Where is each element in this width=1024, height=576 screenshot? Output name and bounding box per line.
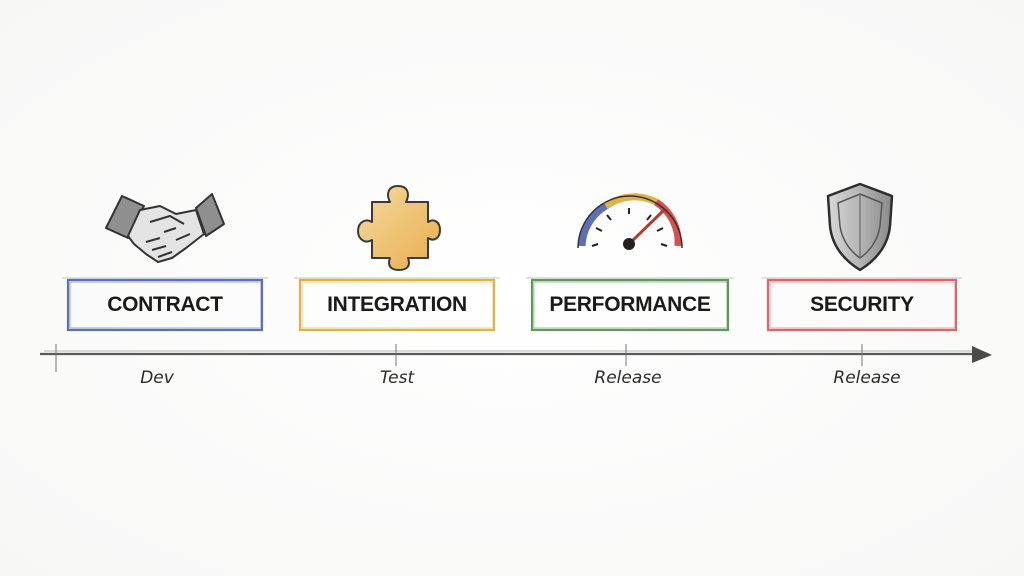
stage-box-integration [294, 277, 500, 332]
phase-label-release-security: Release [833, 368, 901, 388]
speedometer-gauge-icon [577, 193, 683, 250]
stage-box-contract [62, 277, 268, 332]
shield-icon [826, 182, 894, 272]
stage-label-performance: PERFORMANCE [549, 293, 711, 316]
puzzle-piece-icon [357, 185, 441, 271]
phase-label-test: Test [379, 368, 415, 388]
arrow-head-icon [972, 346, 992, 363]
stage-box-security [762, 277, 962, 332]
stage-label-integration: INTEGRATION [327, 293, 467, 316]
timeline-axis [40, 344, 992, 372]
phase-label-dev: Dev [140, 368, 174, 388]
phase-label-release-performance: Release [594, 368, 662, 388]
stage-box-performance [526, 277, 734, 332]
handshake-icon [105, 193, 225, 263]
stage-label-security: SECURITY [810, 293, 914, 316]
stage-label-contract: CONTRACT [107, 293, 223, 316]
